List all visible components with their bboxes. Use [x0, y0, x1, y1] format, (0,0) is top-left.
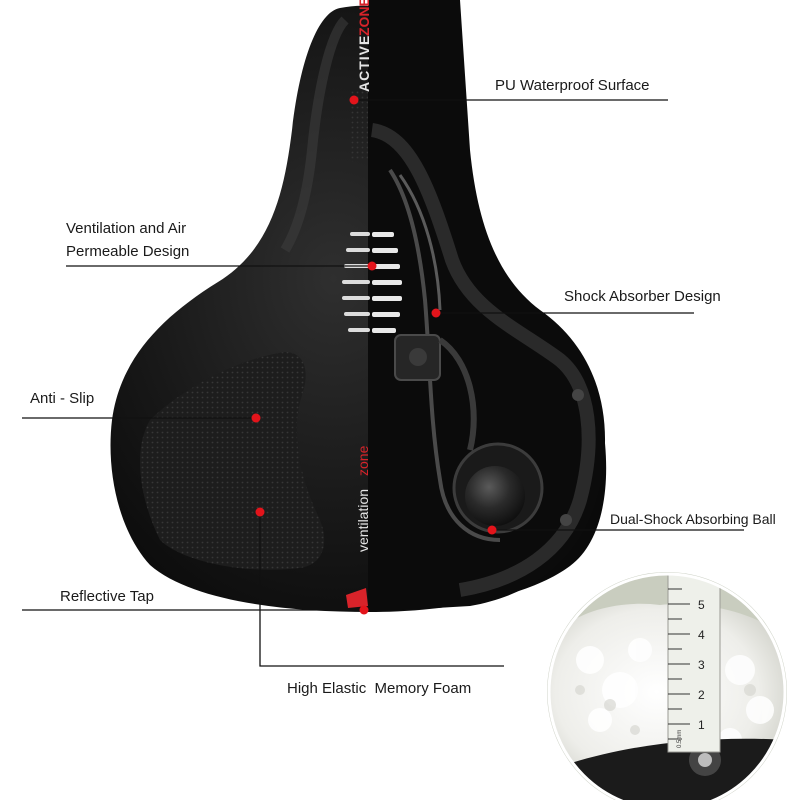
label-dual-shock-absorbing-ball: Dual-Shock Absorbing Ball — [610, 511, 776, 527]
left-vent-fins — [342, 232, 370, 332]
side-text-accent: zone — [355, 445, 371, 476]
label-pu-waterproof-surface: PU Waterproof Surface — [495, 77, 650, 94]
ruler-number: 5 — [698, 598, 705, 612]
shock-ball — [452, 442, 544, 534]
saddle: ACTIVE ZONE ventilation zone — [110, 0, 607, 613]
label-ventilation-line1: Ventilation and Air — [66, 220, 187, 237]
ruler-number: 1 — [698, 718, 705, 732]
reflective-tap — [346, 588, 368, 608]
side-text: ventilation — [355, 489, 371, 552]
ruler-number: 3 — [698, 658, 705, 672]
ruler-unit: 0.5mm — [677, 730, 683, 748]
shock-wire — [388, 168, 501, 542]
label-anti-slip: Anti - Slip — [30, 390, 95, 407]
label-memory-foam: High Elastic Memory Foam — [287, 680, 472, 697]
nose-texture — [350, 88, 372, 162]
brand-text-accent: ZONE — [356, 0, 372, 36]
side-marking: ventilation zone — [355, 445, 371, 552]
label-reflective-tap: Reflective Tap — [60, 588, 154, 605]
brand-mark-top: ACTIVE ZONE — [356, 0, 372, 92]
ventilation-fins — [372, 232, 402, 333]
foam-inset: 6 5 4 3 2 1 0.5mm — [547, 572, 787, 800]
callout-lines — [22, 99, 744, 667]
ruler-number: 4 — [698, 628, 705, 642]
ruler: 6 5 4 3 2 1 0.5mm — [667, 574, 721, 753]
label-ventilation-line2: Permeable Design — [66, 243, 190, 260]
callout-dots — [251, 95, 497, 615]
label-ventilation-design: Ventilation and Air Permeable Design — [66, 219, 236, 262]
ruler-number: 2 — [698, 688, 705, 702]
cutaway-half — [368, 0, 606, 612]
nose-highlight — [280, 16, 349, 253]
label-shock-absorber-design: Shock Absorber Design — [564, 288, 721, 305]
brand-text: ACTIVE — [356, 35, 372, 92]
